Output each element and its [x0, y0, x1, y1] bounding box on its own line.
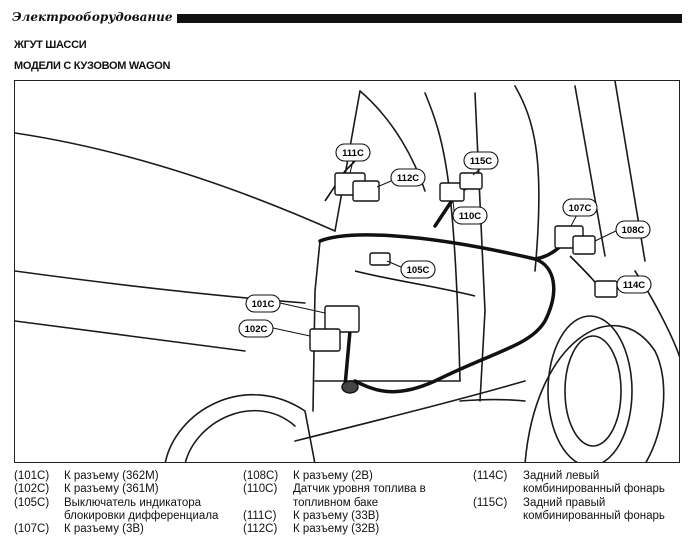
- legend-code: (114C): [473, 470, 508, 482]
- callout-105c: 105C: [400, 260, 436, 279]
- legend-desc: Датчик уровня топлива в топливном баке: [293, 483, 426, 509]
- page-subtitle: МОДЕЛИ С КУЗОВОМ WAGON: [14, 60, 171, 72]
- legend-desc: Выключатель индикатора блокировки диффер…: [64, 496, 219, 522]
- legend-desc: К разъему (2В): [293, 470, 373, 482]
- leader-111c: [349, 160, 354, 174]
- bumper-line: [15, 320, 246, 352]
- leader-112c: [376, 180, 392, 188]
- callout-107c-label: 107C: [569, 203, 592, 214]
- callout-107c: 107C: [562, 198, 598, 217]
- callouts: 111C 112C 115C 110C 105C 101C: [238, 143, 652, 338]
- connector-114c: [594, 280, 618, 298]
- header-bar: Электрооборудование: [6, 6, 688, 25]
- callout-111c-label: 111C: [342, 148, 364, 159]
- b-pillar: [424, 92, 461, 382]
- legend-item: (101C) К разъему (362М): [14, 470, 238, 483]
- rear-wheel: [547, 315, 633, 462]
- callout-102c-label: 102C: [245, 324, 268, 335]
- connector-101c: [324, 305, 360, 333]
- legend-item: (112C) К разъему (32В): [243, 523, 465, 536]
- legend-code: (105C): [14, 496, 50, 509]
- callout-115c: 115C: [463, 151, 499, 170]
- callout-111c: 111C: [335, 143, 371, 162]
- callout-102c: 102C: [238, 319, 274, 338]
- page-title: ЖГУТ ШАССИ: [14, 39, 87, 51]
- legend-code: (108C): [243, 470, 279, 482]
- chassis-harness-diagram: 111C 112C 115C 110C 105C 101C: [15, 81, 679, 462]
- legend-code: (101C): [14, 470, 50, 482]
- connector-115c: [459, 172, 483, 190]
- legend-desc: К разъему (32В): [293, 523, 380, 536]
- hood-edge: [15, 132, 336, 232]
- connectors: [309, 172, 618, 394]
- front-wheel: [184, 409, 296, 462]
- legend-item: (115C) Задний правый комбинированный фона…: [473, 497, 683, 524]
- callout-110c-label: 110C: [459, 211, 481, 222]
- legend-item: (110C) Датчик уровня топлива в топливном …: [243, 483, 465, 510]
- legend-desc: Задний правый комбинированный фонарь: [523, 496, 665, 522]
- c-pillar: [514, 85, 540, 272]
- connector-105c: [369, 252, 391, 266]
- legend-col-1: (101C) К разъему (362М) (102C) К разъему (…: [14, 470, 238, 536]
- callout-108c: 108C: [615, 220, 651, 239]
- connector-110c: [439, 182, 465, 202]
- legend-desc: К разъему (3В): [64, 523, 144, 536]
- leader-102c: [272, 327, 311, 337]
- rear-wheel-arch: [524, 324, 665, 462]
- legend-item: (102C) К разъему (361М): [14, 483, 238, 496]
- legend-item: (108C) К разъему (2В): [243, 470, 465, 483]
- legend-code: (112C): [243, 523, 278, 536]
- callout-110c: 110C: [452, 206, 488, 225]
- car-body-lines: [15, 81, 679, 462]
- callout-115c-label: 115C: [470, 156, 492, 167]
- callout-114c-label: 114C: [623, 280, 645, 291]
- legend-code: (107C): [14, 523, 50, 536]
- connector-102c: [309, 328, 341, 352]
- harness-trunk: [318, 233, 556, 394]
- legend-col-3: (114C) Задний левый комбинированный фонар…: [473, 470, 683, 523]
- legend-item: (107C) К разъему (3В): [14, 523, 238, 536]
- grommet: [341, 380, 359, 394]
- connector-112c: [352, 180, 380, 202]
- callout-114c: 114C: [616, 275, 652, 294]
- legend-code: (111C): [243, 509, 277, 522]
- legend-item: (105C) Выключатель индикатора блокировки …: [14, 497, 238, 524]
- connector-108c: [572, 235, 596, 255]
- leader-101c: [279, 302, 326, 314]
- legend-desc: К разъему (362М): [64, 470, 159, 482]
- front-wheel-arch: [164, 393, 316, 462]
- harness-switch-wire: [354, 270, 476, 297]
- callout-101c-label: 101C: [252, 299, 275, 310]
- legend-code: (110C): [243, 483, 278, 496]
- leader-115c: [472, 168, 481, 176]
- callout-108c-label: 108C: [622, 225, 645, 236]
- leader-105c: [386, 260, 402, 268]
- front-door-edge: [312, 240, 321, 412]
- legend-code: (115C): [473, 496, 508, 509]
- legend-col-2: (108C) К разъему (2В) (110C) Датчик уровня…: [243, 470, 465, 536]
- harness-main: [318, 179, 577, 394]
- rear-pillar-outer: [614, 81, 646, 262]
- rear-pillar: [574, 85, 606, 257]
- rear-door-bottom: [459, 398, 526, 402]
- rocker-panel: [294, 380, 526, 442]
- legend-desc: К разъему (361М): [64, 483, 159, 496]
- rear-wheel-rim: [564, 335, 622, 447]
- legend-desc: Задний левый комбинированный фонарь: [523, 470, 665, 496]
- callout-112c: 112C: [390, 168, 426, 187]
- legend-item: (111C) К разъему (33В): [243, 510, 465, 523]
- legend-desc: К разъему (33В): [293, 509, 380, 522]
- legend-code: (102C): [14, 483, 50, 496]
- header-rule: [176, 14, 682, 23]
- callout-105c-label: 105C: [407, 265, 430, 276]
- wiring-figure: 111C 112C 115C 110C 105C 101C: [14, 80, 680, 463]
- section-title: Электрооборудование: [12, 9, 177, 25]
- callout-112c-label: 112C: [397, 173, 419, 184]
- legend-item: (114C) Задний левый комбинированный фонар…: [473, 470, 683, 497]
- callout-101c: 101C: [245, 294, 281, 313]
